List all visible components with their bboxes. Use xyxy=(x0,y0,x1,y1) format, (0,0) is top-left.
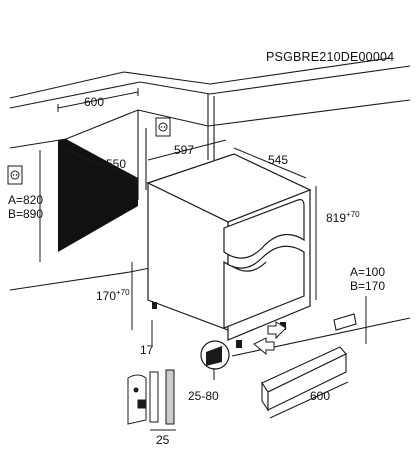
socket-icon-left xyxy=(7,165,23,185)
plinth-panel xyxy=(261,313,357,412)
label-appliance-height: 819+70 xyxy=(326,210,360,225)
label-height-b: B=890 xyxy=(8,207,43,221)
label-min-depth: min. 550 xyxy=(80,157,126,171)
label-height-a: A=820 xyxy=(8,193,43,207)
niche-side-panel xyxy=(58,139,138,252)
label-detail-25: 25 xyxy=(156,433,170,447)
detail-circle xyxy=(200,340,230,370)
label-plinth-a: A=100 xyxy=(350,265,385,279)
label-offset-17: 17 xyxy=(140,343,154,357)
label-plinth-b: B=170 xyxy=(350,279,385,293)
bracket-detail xyxy=(127,369,175,425)
document-code: PSGBRE210DE00004 xyxy=(266,50,394,64)
label-appliance-depth: 545 xyxy=(268,153,288,167)
label-appliance-width: 597 xyxy=(174,143,194,157)
label-niche-width: 600 xyxy=(84,95,104,109)
label-foot-height: 170+70 xyxy=(96,288,130,303)
socket-icon-right xyxy=(155,117,171,137)
label-plinth-width: 600 xyxy=(310,389,330,403)
appliance-door xyxy=(223,199,305,329)
dimension-lines xyxy=(39,88,367,431)
airflow-arrows xyxy=(253,321,287,356)
label-plinth-gap: 25-80 xyxy=(188,389,219,403)
